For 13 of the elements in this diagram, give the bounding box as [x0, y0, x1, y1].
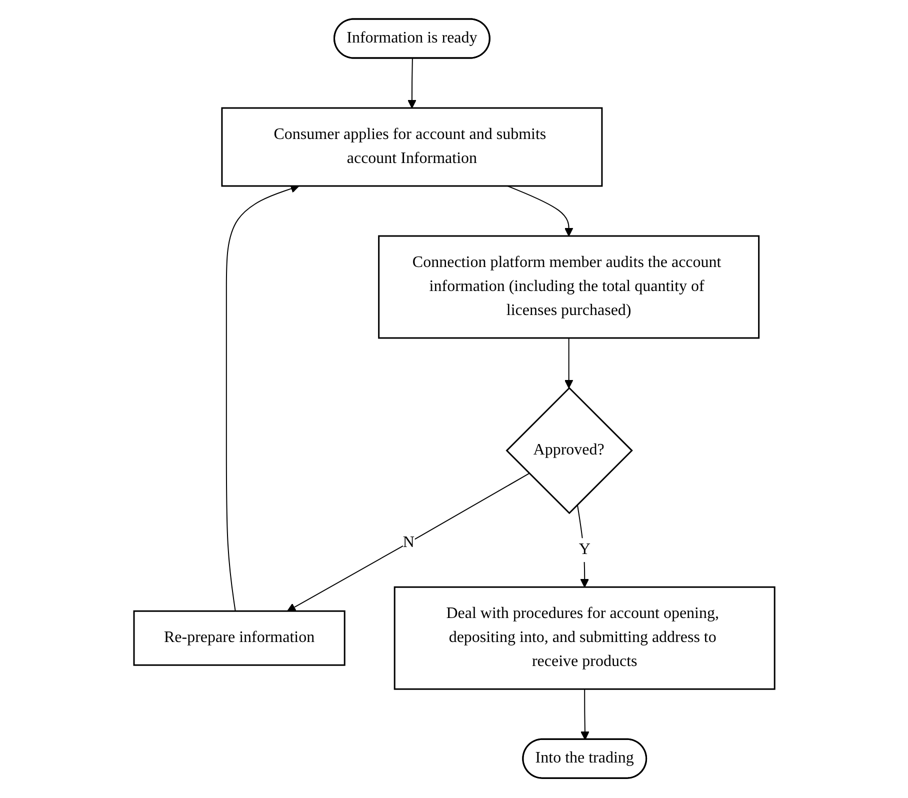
arrow — [226, 184, 299, 612]
node-box: Deal with procedures for account opening, depositing into, and submitting address to receive products — [394, 586, 776, 690]
arrow — [407, 58, 416, 109]
node-box: Re-prepare information — [132, 610, 346, 666]
edge-label: N — [402, 534, 414, 552]
arrow — [286, 473, 530, 612]
arrow — [564, 338, 573, 389]
edge-label: Y — [578, 542, 590, 559]
node-diamond: Approved? — [505, 387, 633, 515]
node-box: Connection platform member audits the account information (including the total quantity of licenses purchased) — [378, 236, 760, 340]
arrow — [576, 504, 589, 588]
arrow — [580, 689, 590, 740]
node-box: Consumer applies for account and submits account Information — [220, 108, 602, 188]
